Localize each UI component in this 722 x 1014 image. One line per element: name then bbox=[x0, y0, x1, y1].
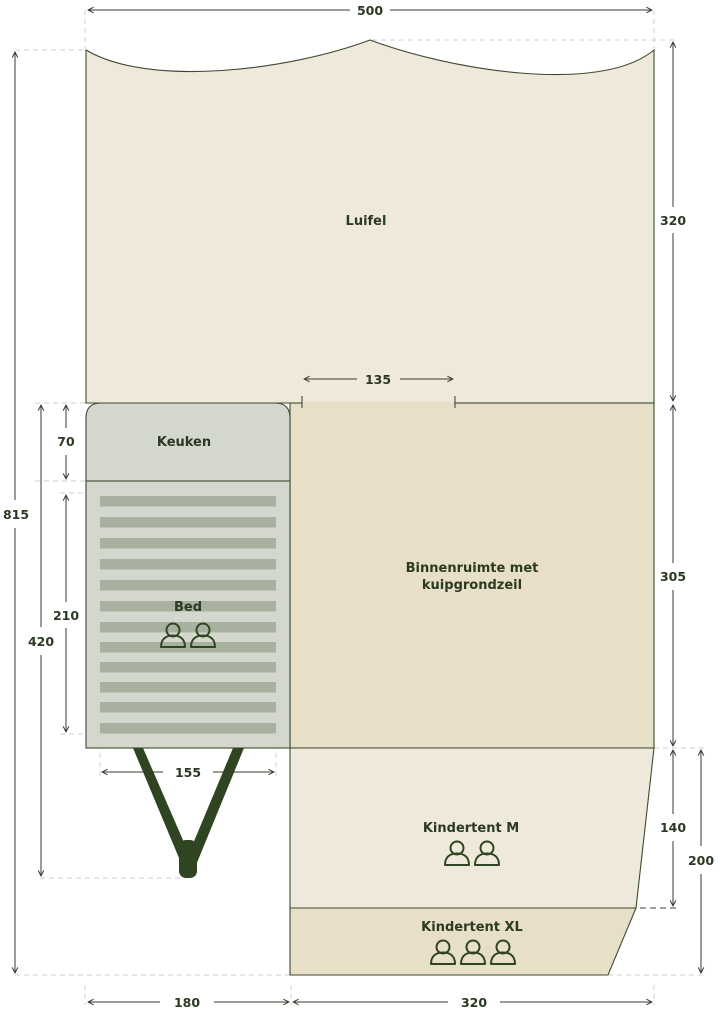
dim-unit-width: 180 bbox=[174, 995, 200, 1010]
dim-bed-length: 210 bbox=[53, 608, 79, 623]
label-luifel: Luifel bbox=[346, 214, 387, 229]
label-kindertent-m: Kindertent M bbox=[423, 821, 519, 836]
dim-kindertent-width: 320 bbox=[461, 995, 487, 1010]
room-keuken bbox=[85, 402, 291, 482]
dim-opening-width: 135 bbox=[365, 372, 391, 387]
dim-kindertent-xl-depth: 200 bbox=[688, 853, 714, 868]
guide-lines bbox=[15, 10, 706, 1005]
dim-total-depth: 815 bbox=[3, 507, 29, 522]
dim-binnenruimte-depth: 305 bbox=[660, 569, 686, 584]
label-binnenruimte-line1: Binnenruimte met bbox=[406, 561, 539, 576]
label-bed: Bed bbox=[174, 600, 202, 615]
dim-kindertent-m-depth: 140 bbox=[660, 820, 686, 835]
dim-total-width: 500 bbox=[357, 3, 383, 18]
room-luifel bbox=[85, 39, 655, 404]
room-binnenruimte bbox=[289, 402, 655, 749]
dim-keuken-depth: 70 bbox=[57, 434, 75, 449]
label-binnenruimte-line2: kuipgrondzeil bbox=[422, 578, 522, 593]
drawbar-icon bbox=[133, 748, 244, 878]
bed-mattress bbox=[100, 496, 276, 734]
dim-unit-depth: 420 bbox=[28, 634, 54, 649]
dim-bed-width: 155 bbox=[175, 765, 201, 780]
dimension-lines bbox=[15, 10, 701, 1002]
dim-luifel-depth: 320 bbox=[660, 213, 686, 228]
label-kindertent-xl: Kindertent XL bbox=[421, 920, 523, 935]
label-keuken: Keuken bbox=[157, 435, 211, 450]
